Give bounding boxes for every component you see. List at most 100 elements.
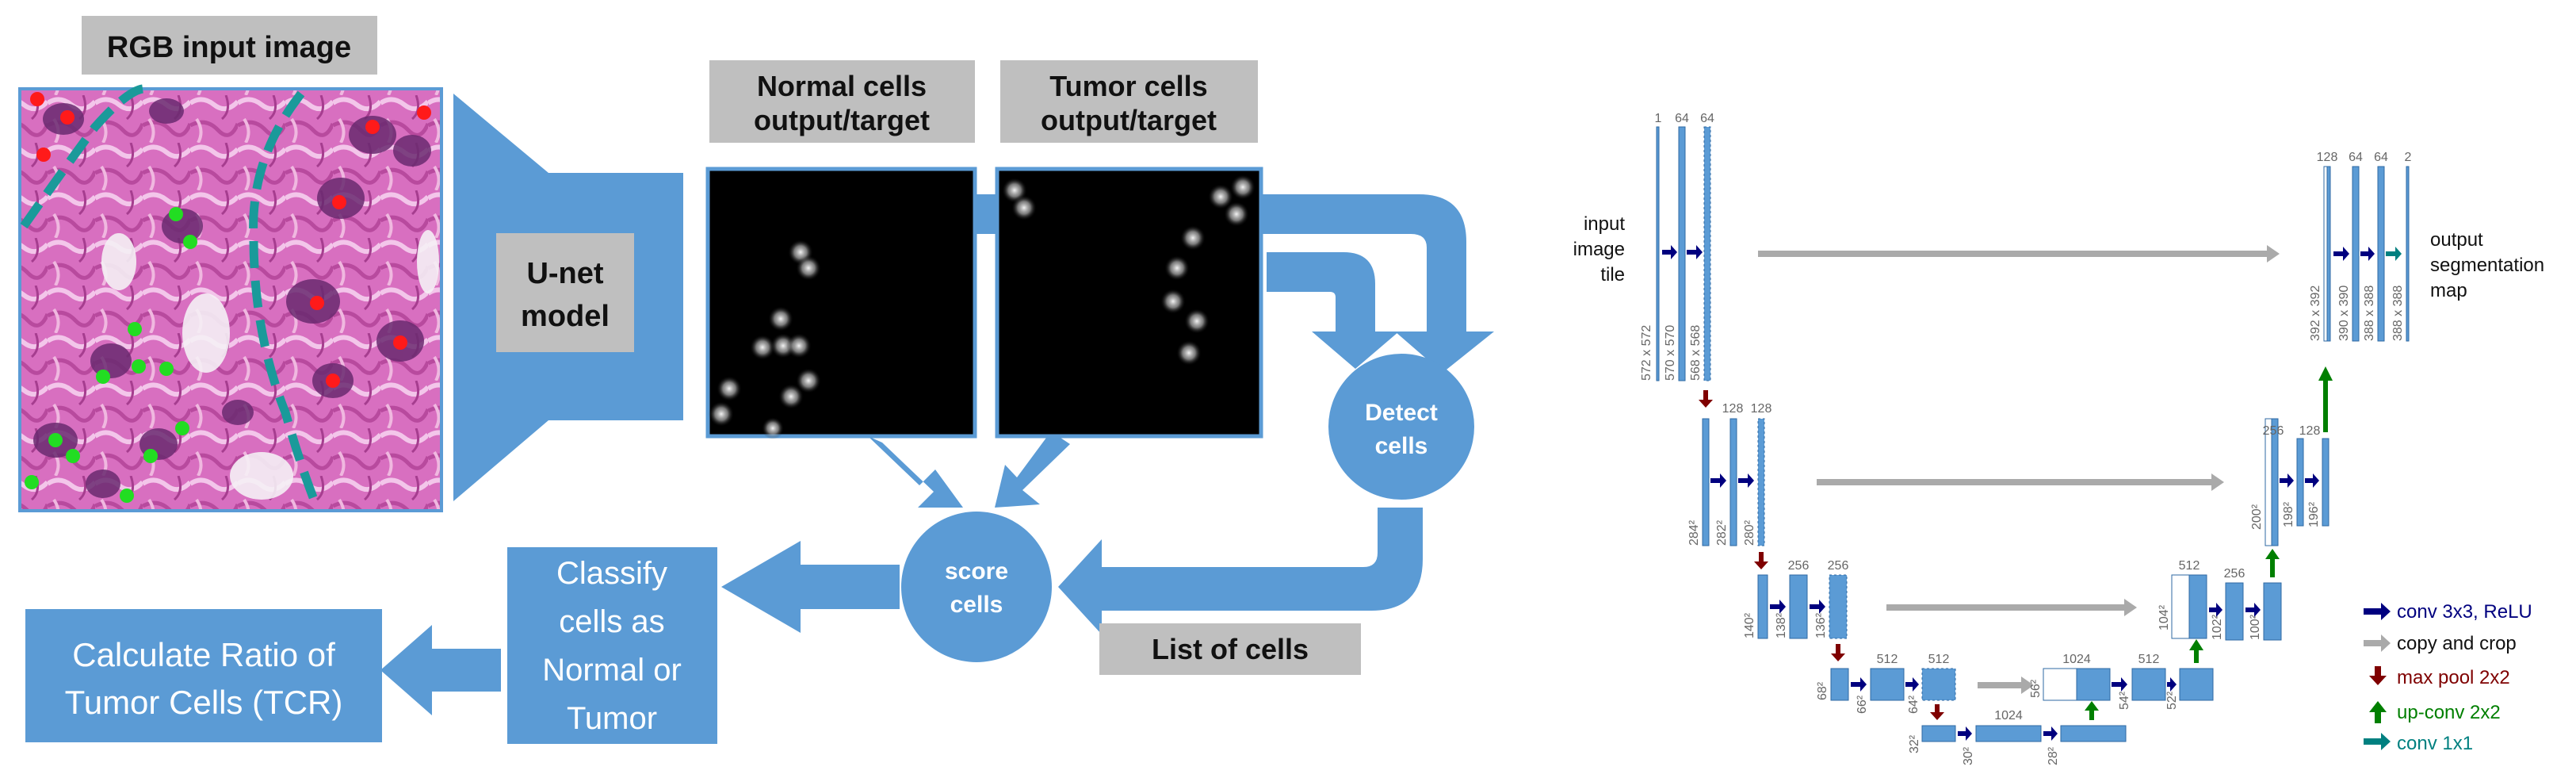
size-label: 28² <box>2047 746 2060 765</box>
level1-encoder: 1 64 64 572 x 572 570 x 570 568 x 568 <box>1640 112 1714 408</box>
tumor-output-map <box>995 167 1263 439</box>
unet-input-label: input <box>1584 213 1625 235</box>
channel-label: 512 <box>1928 653 1950 666</box>
arrow-down-icon <box>1930 704 1944 720</box>
legend-label: conv 3x3, ReLU <box>2397 601 2532 623</box>
arrow-right-icon <box>1851 677 1867 692</box>
channel-label: 512 <box>1877 653 1898 666</box>
size-label: 32² <box>1908 734 1921 753</box>
feature-map <box>1757 418 1765 546</box>
feature-map <box>1729 418 1737 546</box>
size-label: 54² <box>2118 691 2131 710</box>
size-label: 52² <box>2165 691 2179 710</box>
size-label: 64² <box>1907 695 1921 714</box>
feature-map <box>1921 725 1956 742</box>
normal-output-label-line1: Normal cells <box>757 70 927 102</box>
size-label: 570 x 570 <box>1664 325 1677 381</box>
channel-label: 256 <box>2224 567 2245 581</box>
arrow-tumor-to-score <box>995 436 1070 508</box>
classify-line: Tumor <box>567 701 657 736</box>
arrow-right-icon <box>1710 473 1726 488</box>
arrow-right-icon <box>1958 726 1972 741</box>
arrow-outputs-to-detect-inner <box>1267 252 1399 369</box>
channel-label: 64 <box>1675 112 1689 125</box>
tumor-output-label-line2: output/target <box>1041 104 1217 136</box>
legend-label: conv 1x1 <box>2397 733 2473 754</box>
feature-map <box>1656 126 1660 381</box>
arrow-right-icon <box>1687 245 1703 259</box>
ratio-box <box>25 609 382 742</box>
unet-input-label: image <box>1573 239 1625 260</box>
size-label: 140² <box>1743 612 1756 638</box>
arrow-right-icon <box>1738 473 1754 488</box>
score-cells-line1: score <box>945 558 1008 584</box>
unet-output-label: output <box>2430 229 2483 251</box>
size-label: 390 x 390 <box>2337 286 2351 341</box>
feature-map <box>1829 574 1848 639</box>
arrow-right-icon <box>2209 603 2222 617</box>
arrow-right-icon <box>2043 726 2058 741</box>
size-label: 104² <box>2157 604 2171 630</box>
size-label: 100² <box>2249 614 2262 640</box>
channel-label: 2 <box>2405 151 2412 164</box>
size-label: 284² <box>1687 519 1701 546</box>
feature-map <box>2060 725 2127 742</box>
arrow-up-icon <box>2318 366 2333 432</box>
channel-label: 1 <box>1655 112 1662 125</box>
size-label: 392 x 392 <box>2309 286 2322 341</box>
feature-map <box>2271 418 2279 546</box>
arrow-down-icon <box>1699 390 1713 408</box>
arrow-classify-to-ratio <box>380 625 501 715</box>
level2-encoder: 128 128 284² 282² 280² <box>1687 402 1771 569</box>
size-label: 196² <box>2307 501 2321 527</box>
copy-crop-arrow <box>1978 676 2034 694</box>
channel-label: 256 <box>1788 559 1810 573</box>
arrow-down-icon <box>1831 644 1845 661</box>
arrow-down-icon <box>2369 666 2387 685</box>
size-label: 572 x 572 <box>1640 325 1653 381</box>
arrow-right-icon <box>1662 245 1677 259</box>
unet-label-box <box>496 233 634 352</box>
feature-map <box>2326 166 2331 342</box>
normal-output-map <box>705 167 977 439</box>
arrow-right-icon <box>2364 733 2391 750</box>
feature-map <box>1789 574 1808 639</box>
rgb-input-label-box <box>82 16 377 75</box>
feature-map <box>1921 668 1956 701</box>
channel-label: 64 <box>2374 151 2388 164</box>
arrow-outputs-to-detect-outer <box>1260 194 1494 373</box>
list-of-cells-box <box>1099 623 1361 675</box>
arrow-right-icon <box>1770 600 1786 614</box>
arrow-right-icon <box>1810 600 1825 614</box>
arrow-down-icon <box>1754 552 1768 569</box>
size-label: 388 x 388 <box>2363 286 2376 341</box>
channel-label: 128 <box>1722 402 1744 416</box>
channel-label: 128 <box>1751 402 1772 416</box>
arrow-right-icon <box>2280 473 2294 488</box>
classify-box <box>507 547 717 744</box>
arrow-score-to-classify <box>721 541 900 633</box>
feature-map <box>2352 166 2360 342</box>
unet-label-line2: model <box>521 300 610 333</box>
tissue-boundary-left <box>20 84 144 229</box>
size-label: 68² <box>1816 681 1829 700</box>
detect-cells-line2: cells <box>1375 433 1428 459</box>
size-label: 102² <box>2211 614 2224 640</box>
classify-line: Normal or <box>542 653 682 688</box>
normal-output-label-line2: output/target <box>754 104 930 136</box>
feature-map <box>1678 126 1686 381</box>
unet-output-label: map <box>2430 280 2467 301</box>
unet-input-label: tile <box>1600 264 1625 286</box>
channel-label: 1024 <box>1994 709 2023 722</box>
rgb-input-image <box>18 84 443 512</box>
arrow-right-icon <box>2386 247 2402 261</box>
score-cells-line2: cells <box>950 592 1003 618</box>
feature-map <box>2265 418 2272 546</box>
channel-label: 1024 <box>2062 653 2091 666</box>
classify-line: cells as <box>559 604 664 639</box>
feature-map <box>2406 166 2410 342</box>
unet-output-label: segmentation <box>2430 255 2544 276</box>
channel-label: 256 <box>2263 424 2284 438</box>
arrow-right-icon <box>2333 247 2349 261</box>
